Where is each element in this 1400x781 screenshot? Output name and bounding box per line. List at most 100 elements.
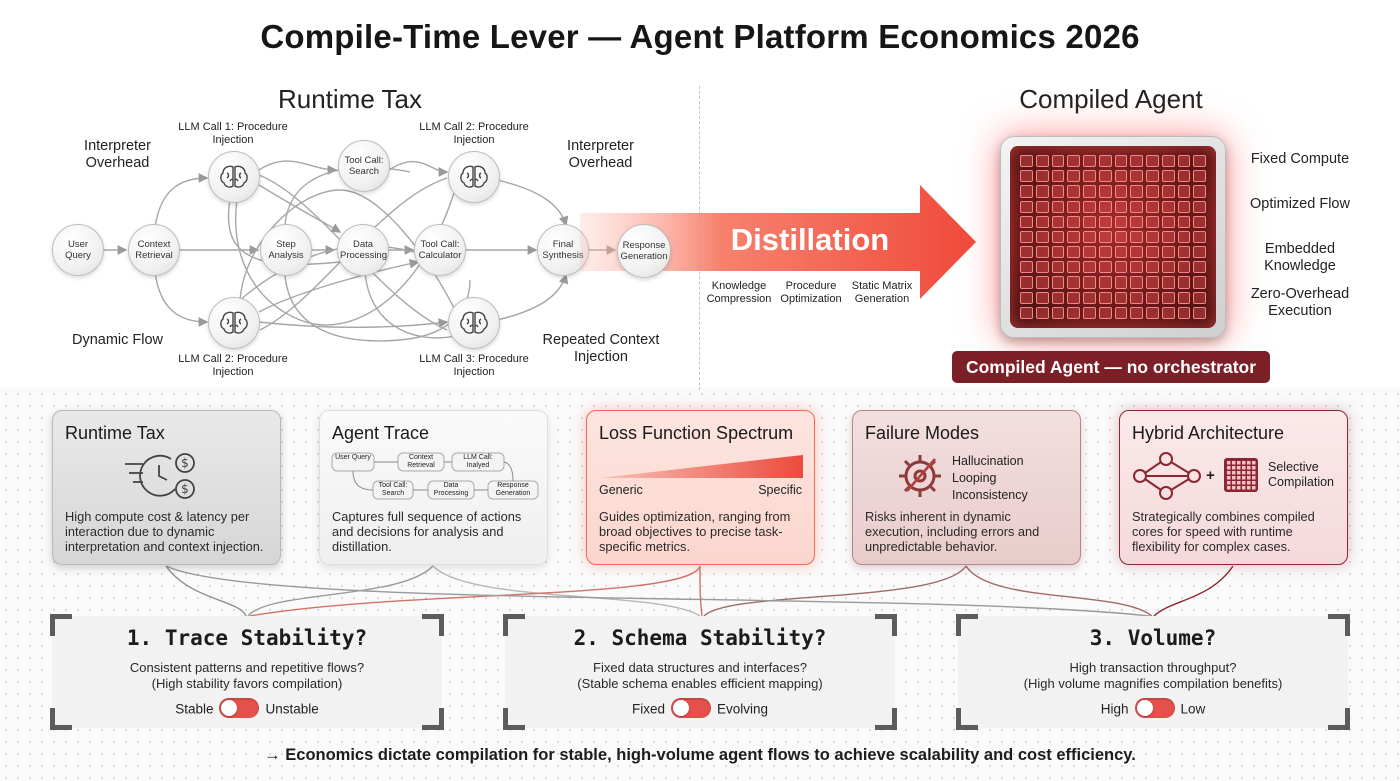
card-hybrid-architecture: Hybrid Architecture + Selective Compilat…: [1119, 410, 1348, 565]
chip-cell: [1098, 170, 1112, 183]
chip-cell: [1035, 215, 1049, 228]
chip-icon-cell: [1247, 486, 1251, 490]
feature-fixed-compute: Fixed Compute: [1250, 151, 1350, 167]
chip-icon-cell: [1227, 476, 1231, 480]
chip-icon-cell: [1232, 471, 1236, 475]
chip-cell: [1130, 155, 1143, 168]
failure-hallucination: Hallucination: [952, 454, 1024, 468]
chip-cell: [1161, 230, 1175, 244]
loss-spectrum-wedge: [599, 455, 803, 478]
chip-cell: [1083, 276, 1096, 289]
chip-icon-cell: [1247, 461, 1251, 465]
chip-cell: [1083, 170, 1096, 183]
chip-icon-cell: [1237, 461, 1241, 465]
chip-cell: [1130, 185, 1143, 198]
chip-cell: [1051, 155, 1065, 168]
chip-cell: [1146, 261, 1159, 274]
chip-cell: [1177, 200, 1191, 213]
chip-cell: [1177, 215, 1191, 228]
distillation-label: Distillation: [730, 222, 890, 257]
chip-cell: [1098, 291, 1112, 304]
chip-cell: [1177, 185, 1191, 198]
question-subtitle: Fixed data structures and interfaces?(St…: [577, 660, 823, 691]
chip-icon-cell: [1252, 471, 1256, 475]
toggle-switch[interactable]: [1134, 698, 1175, 718]
brain-icon: [220, 165, 248, 188]
chip-icon-cell: [1237, 486, 1241, 490]
card-title: Failure Modes: [865, 423, 980, 443]
distill-step-3: Static Matrix Generation: [851, 280, 913, 305]
svg-text:$: $: [181, 456, 189, 470]
chip-cell: [1193, 185, 1206, 198]
chip-cell: [1130, 261, 1143, 274]
interpreter-overhead-right-label: Interpreter Overhead: [567, 138, 634, 171]
chip-cell: [1035, 230, 1049, 244]
chip-cell: [1193, 261, 1206, 274]
chip-cell: [1146, 200, 1159, 213]
chip-cell: [1146, 306, 1159, 319]
chip-cell: [1098, 155, 1112, 168]
chip-icon-cell: [1252, 476, 1256, 480]
chip-cell: [1067, 185, 1080, 198]
chip-cell: [1051, 246, 1065, 259]
card-title: Loss Function Spectrum: [599, 423, 794, 443]
chip-icon-cell: [1242, 481, 1246, 485]
llm-call-3-label: LLM Call 3: Procedure Injection: [419, 353, 529, 378]
chip-icon-cell: [1237, 481, 1241, 485]
chip-cell: [1193, 246, 1206, 259]
chip-icon-cell: [1227, 486, 1231, 490]
chip-cell: [1051, 215, 1065, 228]
chip-cell: [1020, 261, 1033, 274]
toggle-right-label: Low: [1180, 701, 1206, 717]
chip-cell: [1051, 306, 1065, 319]
feature-optimized-flow: Optimized Flow: [1250, 196, 1350, 212]
runtime-flow-edges: [104, 160, 617, 342]
toggle-switch[interactable]: [219, 698, 260, 718]
chip-cell: [1130, 200, 1143, 213]
chip-cell: [1146, 215, 1159, 228]
compiled-chip: [1000, 136, 1226, 338]
chip-icon-cell: [1232, 466, 1236, 470]
card-agent-trace: Agent Trace User Query Context Retrieval…: [319, 410, 548, 565]
mini-context-retrieval: Context Retrieval: [407, 454, 435, 469]
chip-icon-cell: [1227, 461, 1231, 465]
chip-cell: [1161, 200, 1175, 213]
chip-cell: [1083, 215, 1096, 228]
chip-cell: [1114, 246, 1128, 259]
chip-cell: [1114, 276, 1128, 289]
question-title: 2. Schema Stability?: [573, 626, 827, 650]
repeated-context-label: Repeated Context Injection: [542, 332, 660, 365]
feature-embedded-knowledge: Embedded Knowledge: [1264, 241, 1336, 274]
chip-icon-cell: [1237, 466, 1241, 470]
failure-inconsistency: Inconsistency: [952, 488, 1028, 502]
page-title: Compile-Time Lever — Agent Platform Econ…: [260, 18, 1140, 55]
spectrum-generic-label: Generic: [599, 483, 643, 497]
chip-cell: [1083, 230, 1096, 244]
chip-icon-cell: [1247, 471, 1251, 475]
question-title: 3. Volume?: [1089, 626, 1217, 650]
chip-cell: [1035, 170, 1049, 183]
chip-cell: [1067, 155, 1080, 168]
chip-cell: [1020, 291, 1033, 304]
chip-cell: [1177, 230, 1191, 244]
toggle-switch[interactable]: [670, 698, 711, 718]
chip-cell: [1193, 170, 1206, 183]
chip-cell: [1177, 155, 1191, 168]
chip-cell: [1083, 306, 1096, 319]
chip-cell: [1067, 170, 1080, 183]
mini-response-generation: Response Generation: [495, 482, 531, 497]
toggle-left-label: Stable: [175, 701, 214, 717]
chip-icon: [1224, 458, 1258, 492]
chip-cell: [1067, 261, 1080, 274]
chip-cell: [1067, 246, 1080, 259]
chip-cell: [1161, 215, 1175, 228]
card-title: Hybrid Architecture: [1132, 423, 1285, 443]
chip-cell: [1020, 276, 1033, 289]
chip-cell: [1130, 170, 1143, 183]
hybrid-plus: +: [1206, 467, 1215, 484]
question-subtitle: Consistent patterns and repetitive flows…: [129, 660, 365, 691]
chip-icon-cell: [1242, 476, 1246, 480]
